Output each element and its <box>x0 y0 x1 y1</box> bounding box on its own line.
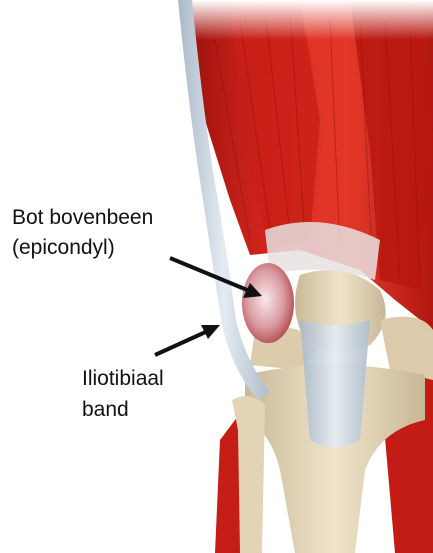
label-bone-line2: (epicondyl) <box>12 234 115 262</box>
label-iliotibial-line1: Iliotibiaal <box>82 365 164 393</box>
iliotibial-arrow <box>155 325 220 355</box>
label-iliotibial-line2: band <box>82 396 129 424</box>
lateral-epicondyle <box>242 263 294 343</box>
label-bone-line1: Bot bovenbeen <box>12 204 153 232</box>
patellar-tendon <box>300 320 370 448</box>
